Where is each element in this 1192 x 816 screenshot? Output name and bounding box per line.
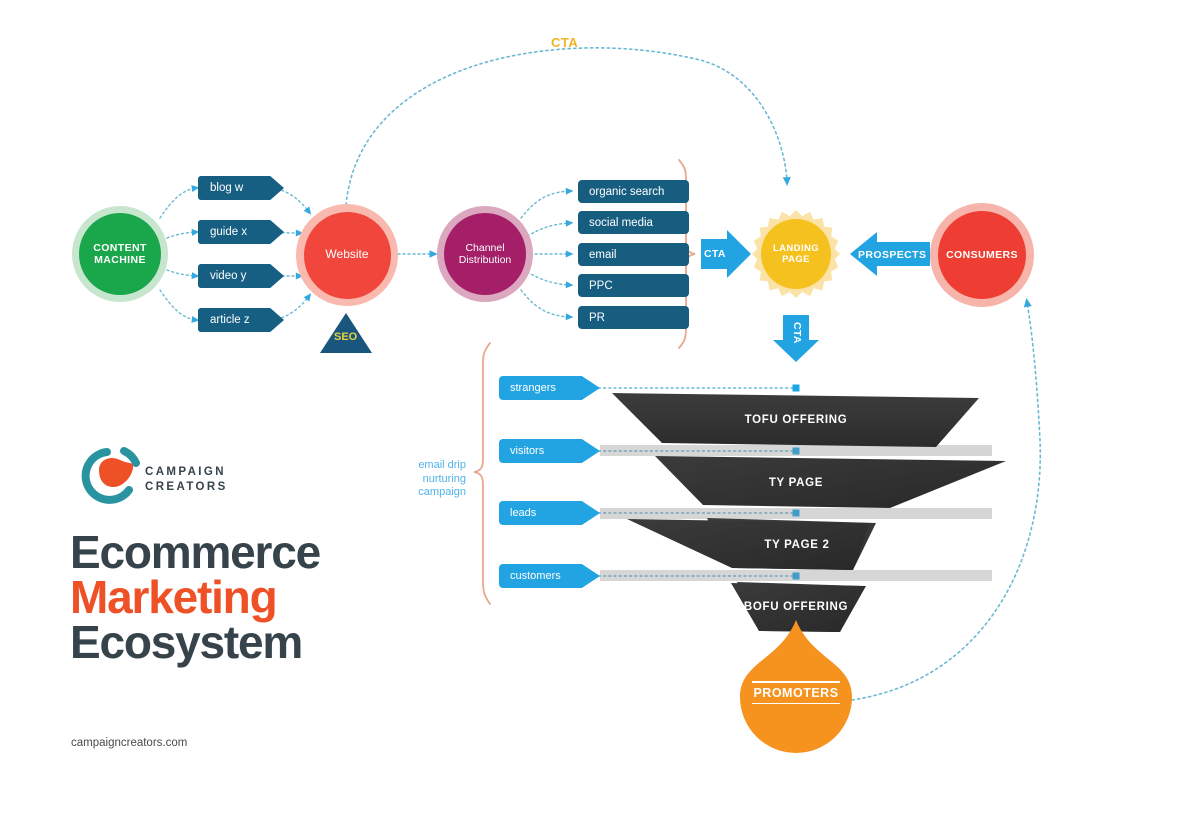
content-tag-article[interactable]: article z [198, 308, 284, 332]
consumers-label: CONSUMERS [946, 248, 1018, 261]
funnel-stage-4b-shape [731, 583, 866, 632]
promoters-label-group: PROMOTERS [752, 681, 840, 704]
page-title-line-2: Marketing [70, 571, 278, 623]
cta-down-arrow-shape [773, 315, 819, 362]
channel-box-pr[interactable]: PR [578, 306, 689, 329]
channel-label: social media [589, 216, 653, 229]
content-tag-video[interactable]: video y [198, 264, 284, 288]
channel-label: PR [589, 311, 605, 324]
channel-to-boxes-connectors [520, 187, 574, 321]
funnel-stage-3b-shape [627, 519, 870, 570]
landing-page-label-1: LANDING [772, 243, 820, 254]
content-machine-label-1: CONTENT [93, 241, 147, 254]
seo-triangle-shape [320, 313, 372, 353]
channel-box-organic-search[interactable]: organic search [578, 180, 689, 203]
content-tag-guide[interactable]: guide x [198, 220, 284, 244]
content-tag-label: guide x [210, 226, 248, 238]
brand-wordmark-line-1: CAMPAIGN [145, 466, 226, 478]
page-title-line-1: Ecommerce [70, 526, 321, 578]
funnel-side-label-text: visitors [510, 445, 545, 457]
channel-box-ppc[interactable]: PPC [578, 274, 689, 297]
funnel-gap-bands [600, 445, 992, 581]
funnel-side-label-visitors[interactable]: visitors [499, 439, 600, 463]
funnel-stage-label-ty-page: TY PAGE [768, 477, 824, 489]
bracket-label-line-1: email drip [418, 459, 466, 471]
content-tag-blog[interactable]: blog w [198, 176, 284, 200]
funnel-stage-label-tofu: TOFU OFFERING [744, 414, 848, 426]
cta-right-arrow-label: CTA [704, 248, 726, 260]
email-drip-bracket-label: email drip nurturing campaign [380, 459, 466, 500]
node-website[interactable]: Website [296, 204, 398, 306]
landing-page-label-2: PAGE [782, 254, 810, 265]
funnel-side-label-customers[interactable]: customers [499, 564, 600, 588]
channel-box-social-media[interactable]: social media [578, 211, 689, 234]
funnel-stage-1-shape [612, 393, 979, 447]
node-landing-page[interactable]: LANDING PAGE [752, 210, 840, 298]
content-machine-label-2: MACHINE [94, 254, 146, 266]
channel-label: PPC [589, 279, 613, 292]
brand-wordmark-line-2: CREATORS [145, 481, 228, 493]
source-url: campaigncreators.com [71, 737, 188, 749]
channel-distribution-label-1: Channel [465, 241, 505, 254]
tags-to-website-connectors [271, 187, 312, 321]
channel-distribution-label-2: Distribution [458, 254, 512, 266]
cta-down-arrow-label: CTA [791, 322, 803, 344]
funnel-stage-label-ty-page-2: TY PAGE 2 [764, 539, 830, 551]
brand-wordmark: CAMPAIGN CREATORS [145, 465, 228, 495]
promoters-to-consumers-arc [851, 298, 1042, 701]
email-drip-bracket [473, 342, 491, 605]
website-label: Website [325, 247, 369, 262]
funnel-stage-label-bofu: BOFU OFFERING [743, 601, 849, 613]
node-content-machine[interactable]: CONTENT MACHINE [72, 206, 168, 302]
promoters-rule-bottom [752, 702, 840, 704]
prospects-arrow-label: PROSPECTS [858, 249, 927, 261]
page-title-line-3: Ecosystem [70, 616, 303, 668]
funnel-side-label-leads[interactable]: leads [499, 501, 600, 525]
promoters-label: PROMOTERS [753, 685, 839, 700]
channels-bracket [678, 159, 696, 349]
funnel-side-label-text: customers [510, 570, 561, 582]
cta-arc-connector [345, 47, 791, 206]
seo-label: SEO [334, 331, 358, 343]
bracket-label-line-3: campaign [418, 486, 466, 498]
node-consumers[interactable]: CONSUMERS [930, 203, 1034, 307]
funnel-side-label-text: strangers [510, 382, 556, 394]
channel-label: email [589, 248, 617, 261]
content-tag-label: article z [210, 314, 250, 326]
channel-box-email[interactable]: email [578, 243, 689, 266]
channel-label: organic search [589, 185, 665, 198]
content-tag-label: blog w [210, 182, 244, 194]
funnel-side-label-text: leads [510, 507, 537, 519]
promoters-rule-top [752, 681, 840, 683]
campaign-creators-logo-mark [81, 447, 140, 504]
cta-arc-label: CTA [551, 35, 579, 50]
node-channel-distribution[interactable]: Channel Distribution [437, 206, 533, 302]
content-tag-label: video y [210, 270, 247, 282]
cta-right-arrow-shape [701, 230, 751, 278]
funnel-label-connectors [587, 384, 800, 580]
content-to-tags-connectors [159, 185, 200, 323]
page-title: Ecommerce Marketing Ecosystem [70, 526, 321, 668]
funnel-stage-2-shape [655, 456, 1006, 508]
bracket-label-line-2: nurturing [422, 472, 466, 485]
prospects-left-arrow-shape [850, 232, 930, 276]
funnel-side-label-strangers[interactable]: strangers [499, 376, 600, 400]
promoters-teardrop-shape [740, 620, 852, 753]
